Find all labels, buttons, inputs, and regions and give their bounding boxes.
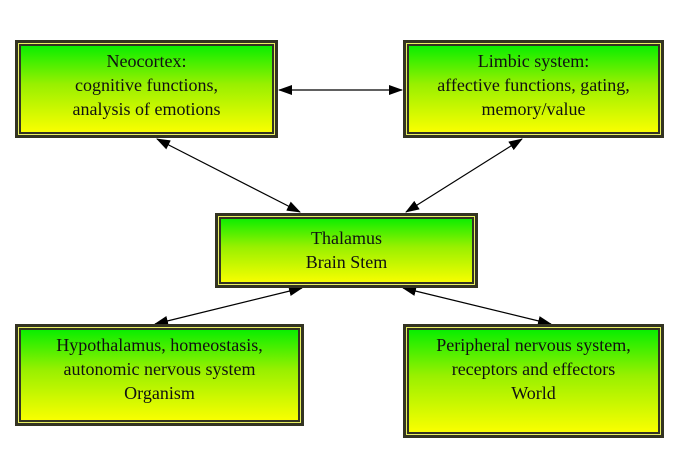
- edge-thalamus-peripheral: [402, 286, 552, 326]
- node-limbic-title: Limbic system:: [477, 51, 590, 71]
- edge-thalamus-hypothalamus: [154, 286, 303, 326]
- node-limbic-line: affective functions, gating,: [437, 75, 630, 95]
- node-thalamus-brain-stem: Thalamus Brain Stem: [215, 213, 478, 288]
- node-peripheral-nervous-system: Peripheral nervous system, receptors and…: [403, 324, 664, 438]
- node-hypothalamus-line: Hypothalamus, homeostasis,: [56, 335, 263, 355]
- node-peripheral-line: Peripheral nervous system,: [436, 335, 631, 355]
- edge-limbic-thalamus: [405, 138, 523, 213]
- node-limbic-line: memory/value: [481, 99, 586, 119]
- node-neocortex-line: analysis of emotions: [72, 99, 221, 119]
- node-thalamus-line: Thalamus: [311, 228, 382, 248]
- node-peripheral-line: World: [511, 383, 556, 403]
- node-neocortex-line: cognitive functions,: [75, 75, 218, 95]
- node-limbic-system: Limbic system: affective functions, gati…: [403, 40, 664, 138]
- node-hypothalamus-line: autonomic nervous system: [63, 359, 256, 379]
- node-neocortex: Neocortex: cognitive functions, analysis…: [15, 40, 278, 138]
- node-hypothalamus-line: Organism: [124, 383, 195, 403]
- node-thalamus-line: Brain Stem: [305, 252, 388, 272]
- node-neocortex-title: Neocortex:: [106, 51, 187, 71]
- node-hypothalamus: Hypothalamus, homeostasis, autonomic ner…: [15, 324, 304, 426]
- edge-neocortex-thalamus: [156, 138, 301, 213]
- node-peripheral-line: receptors and effectors: [451, 359, 616, 379]
